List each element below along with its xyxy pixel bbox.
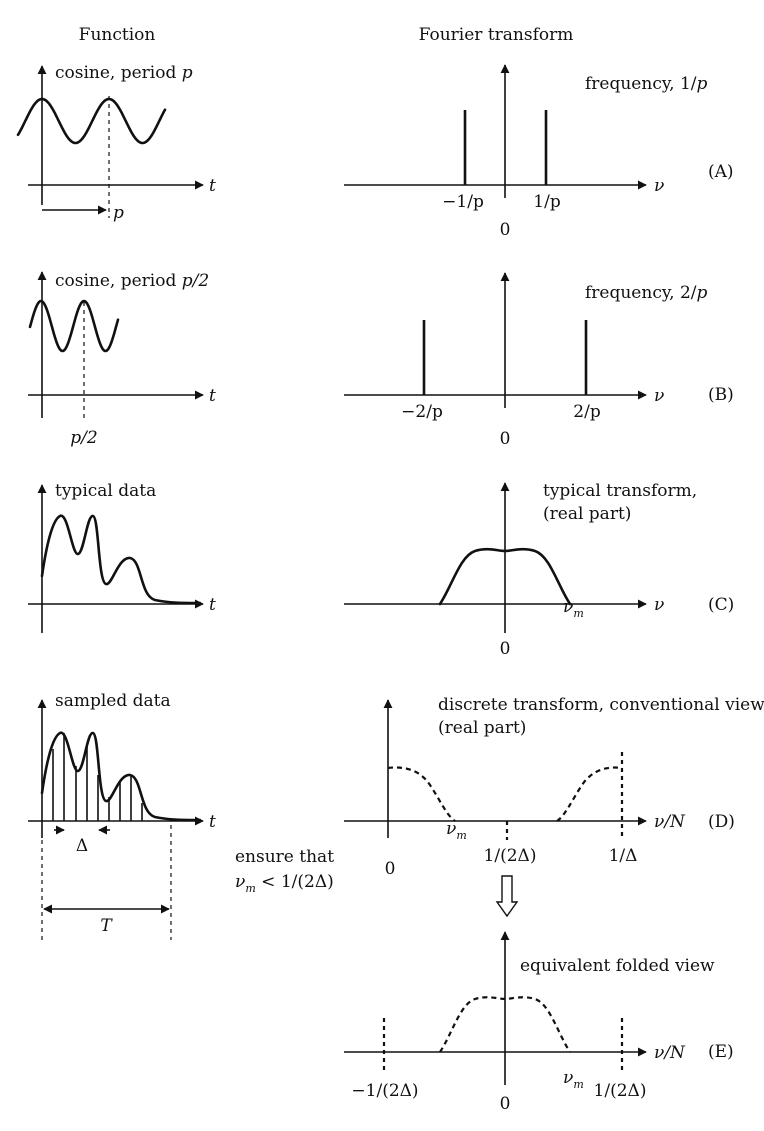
row-d-right: ν/N discrete transform, conventional vie… [344, 695, 764, 918]
row-e-origin-label: 0 [500, 1094, 511, 1114]
row-a-origin-label: 0 [500, 220, 511, 240]
row-d-right-label-line2: (real part) [438, 718, 526, 738]
row-b-spike-neg-label: −2/p [401, 402, 443, 422]
row-b-right: ν frequency, 2/p −2/p 2/p 0 (B) [344, 272, 734, 449]
row-c-left-label: typical data [55, 481, 156, 501]
row-b-tag: (B) [708, 385, 734, 405]
row-a-left: t cosine, period p p [16, 63, 216, 223]
row-a-cosine-curve [16, 97, 167, 145]
row-d-end-label: 1/Δ [609, 846, 638, 866]
row-a-right: ν frequency, 1/p −1/p 1/p 0 (A) [344, 64, 734, 240]
row-e-tag: (E) [708, 1042, 734, 1062]
row-a-left-t-label: t [209, 176, 216, 196]
row-e-right-label: equivalent folded view [520, 956, 715, 976]
row-d-length-label: T [100, 916, 113, 936]
row-d-cutoff-label: νm [446, 819, 467, 842]
row-e-cutoff-label: νm [563, 1068, 584, 1091]
row-d-left: t sampled data Δ T [28, 691, 216, 940]
row-e-folded-curve [439, 996, 571, 1053]
row-d-left-label: sampled data [55, 691, 171, 711]
row-c-origin-label: 0 [500, 639, 511, 659]
row-d-middle: ensure that νm < 1/(2Δ) [235, 847, 334, 895]
row-b-left-label: cosine, period p/2 [55, 271, 209, 291]
row-c-transform-curve [438, 547, 572, 606]
row-c-right-nu-label: ν [654, 595, 664, 615]
fold-down-arrow-icon [495, 875, 519, 918]
row-a-spike-neg-label: −1/p [442, 192, 484, 212]
row-b-spike-pos-label: 2/p [573, 402, 601, 422]
ensure-line1: ensure that [235, 847, 334, 867]
row-d-transform-right-lobe [556, 766, 623, 822]
row-d-delta-label: Δ [76, 836, 88, 856]
row-a-right-nu-label: ν [654, 176, 664, 196]
row-d-tag: (D) [708, 812, 735, 832]
row-d-origin-label: 0 [385, 859, 396, 879]
row-d-mid-label: 1/(2Δ) [484, 846, 537, 866]
row-c-left: t typical data [28, 481, 216, 633]
row-e-right-label-tick: 1/(2Δ) [594, 1081, 647, 1101]
row-d-right-label-line1: discrete transform, conventional view. [438, 695, 764, 715]
row-a-tag: (A) [708, 162, 734, 182]
row-d-right-nu-label: ν/N [654, 812, 686, 832]
row-d-left-t-label: t [209, 812, 216, 832]
row-a-right-label: frequency, 1/p [585, 74, 708, 94]
row-e-left-label: −1/(2Δ) [351, 1081, 418, 1101]
row-b-left-t-label: t [209, 386, 216, 406]
header-function: Function [79, 25, 156, 45]
row-d-sample-lines [52, 733, 143, 821]
header-fourier: Fourier transform [419, 25, 574, 45]
row-b-right-label: frequency, 2/p [585, 283, 708, 303]
row-b-period-label: p/2 [70, 428, 97, 448]
ensure-line2: νm < 1/(2Δ) [235, 872, 334, 895]
row-c-tag: (C) [708, 595, 734, 615]
row-b-cosine-curve [28, 299, 120, 353]
row-d-data-curve [40, 731, 202, 822]
row-c-right: ν typical transform, (real part) νm 0 (C… [344, 481, 734, 659]
row-c-left-t-label: t [209, 595, 216, 615]
row-b-left: t cosine, period p/2 p/2 [28, 271, 216, 448]
row-b-right-nu-label: ν [654, 386, 664, 406]
row-a-left-label: cosine, period p [55, 63, 193, 83]
row-e-right-nu-label: ν/N [654, 1043, 686, 1063]
row-c-right-label-line1: typical transform, [543, 481, 697, 501]
row-e-right: ν/N equivalent folded view νm −1/(2Δ) 1/… [344, 931, 734, 1114]
row-d-transform-left-lobe [387, 766, 456, 822]
row-b-origin-label: 0 [500, 429, 511, 449]
row-c-cutoff-label: νm [563, 597, 584, 620]
row-a-period-label: p [113, 203, 124, 223]
row-c-right-label-line2: (real part) [543, 504, 631, 524]
row-c-data-curve [40, 514, 202, 605]
row-a-spike-pos-label: 1/p [533, 192, 561, 212]
